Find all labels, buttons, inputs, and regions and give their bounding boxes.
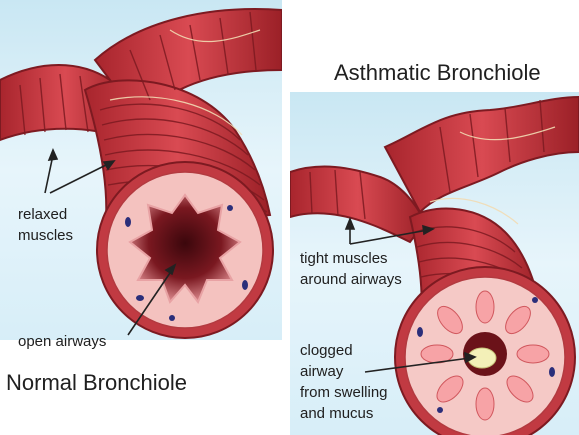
clogged-airway-label: clogged airway from swelling and mucus [300,340,388,424]
normal-bronchiole-panel: relaxed muscles [0,0,282,340]
asthmatic-bronchiole-panel: tight muscles around airways clogged air… [290,92,579,435]
asthmatic-bronchiole-title: Asthmatic Bronchiole [334,60,541,86]
clogged-line-4: and mucus [300,403,388,424]
tight-line-2: around airways [300,269,402,290]
clogged-line-3: from swelling [300,382,388,403]
relaxed-line-1: relaxed [18,204,73,225]
clogged-line-1: clogged [300,340,388,361]
open-airways-label: open airways [18,331,106,352]
clogged-line-2: airway [300,361,388,382]
normal-bronchiole-illustration [0,0,282,340]
tight-line-1: tight muscles [300,248,402,269]
tight-muscles-label: tight muscles around airways [300,248,402,290]
normal-bronchiole-title: Normal Bronchiole [6,370,187,396]
constricted-upper-branch [385,97,579,212]
relaxed-muscles-label: relaxed muscles [18,204,73,246]
relaxed-line-2: muscles [18,225,73,246]
